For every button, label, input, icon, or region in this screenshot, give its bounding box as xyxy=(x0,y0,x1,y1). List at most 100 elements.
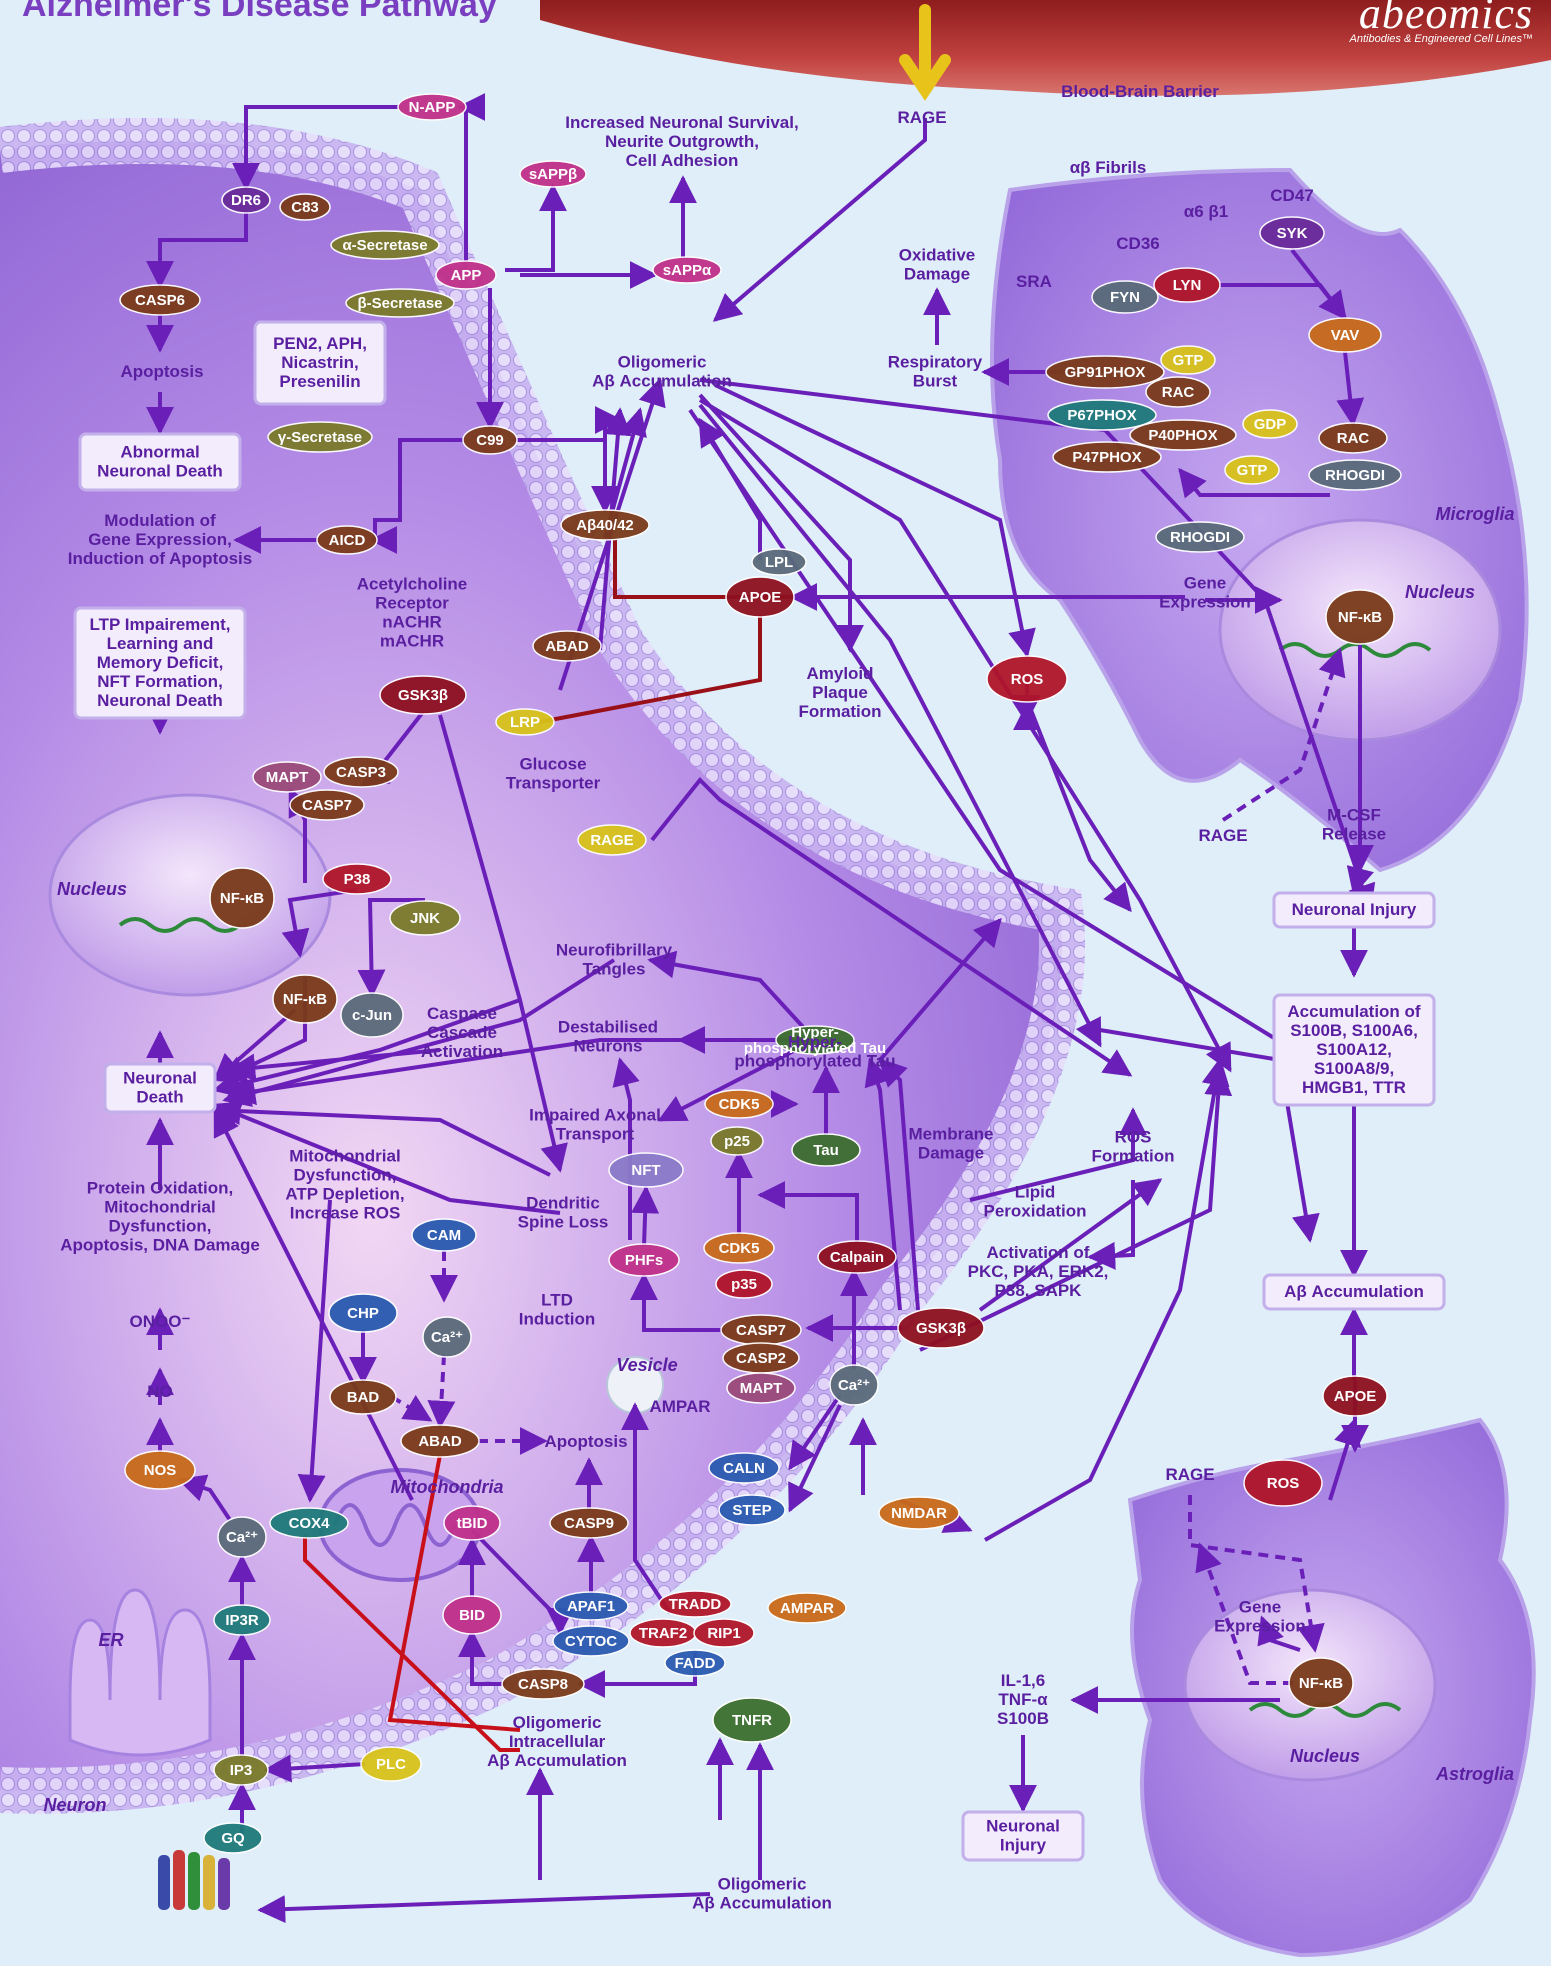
node-dr6[interactable]: DR6 xyxy=(221,186,271,214)
label-cam: CAM xyxy=(427,1227,461,1244)
node-jnk[interactable]: JNK xyxy=(389,900,461,936)
node-nfkb-astro[interactable]: NF-κB xyxy=(1288,1657,1354,1709)
node-casp7-b[interactable]: CASP7 xyxy=(720,1314,802,1346)
node-gtp1[interactable]: GTP xyxy=(1160,345,1216,375)
node-p67[interactable]: P67PHOX xyxy=(1047,399,1157,431)
node-fadd[interactable]: FADD xyxy=(664,1649,726,1677)
node-chp[interactable]: CHP xyxy=(328,1293,398,1333)
arrow-2 xyxy=(505,183,567,272)
node-cox4[interactable]: COX4 xyxy=(269,1507,349,1539)
label-tau: Tau xyxy=(813,1142,839,1159)
node-sappb[interactable]: sAPPβ xyxy=(519,160,587,188)
node-tnfr[interactable]: TNFR xyxy=(712,1697,792,1743)
label-rip1: RIP1 xyxy=(707,1625,740,1642)
node-apaf1[interactable]: APAF1 xyxy=(553,1591,629,1621)
label-gsk3b_b: GSK3β xyxy=(916,1320,966,1337)
node-mapt1[interactable]: MAPT xyxy=(252,761,322,793)
node-p40[interactable]: P40PHOX xyxy=(1129,419,1237,451)
node-nfkb-left2[interactable]: NF-κB xyxy=(272,974,338,1024)
node-abad-b[interactable]: ABAD xyxy=(400,1424,480,1458)
node-ca-1[interactable]: Ca²⁺ xyxy=(422,1316,472,1358)
node-shape xyxy=(400,1424,480,1458)
node-calpain[interactable]: Calpain xyxy=(817,1240,897,1274)
node-bad[interactable]: BAD xyxy=(329,1379,397,1415)
node-nfkb-mg[interactable]: NF-κB xyxy=(1325,589,1395,645)
node-lrp[interactable]: LRP xyxy=(495,708,555,736)
node-cytoc[interactable]: CYTOC xyxy=(552,1625,630,1657)
node-casp2[interactable]: CASP2 xyxy=(722,1342,800,1374)
node-tbid[interactable]: tBID xyxy=(443,1505,501,1541)
node-tau[interactable]: Tau xyxy=(791,1133,861,1167)
node-rip1[interactable]: RIP1 xyxy=(693,1618,755,1648)
node-rage-mid[interactable]: RAGE xyxy=(577,824,647,856)
node-ip3[interactable]: IP3 xyxy=(213,1754,269,1786)
node-aicd[interactable]: AICD xyxy=(316,525,378,555)
node-hyperphos[interactable]: Hyper-phosphorylated Tau xyxy=(744,1024,886,1057)
node-app[interactable]: APP xyxy=(435,260,497,290)
node-nos[interactable]: NOS xyxy=(124,1450,196,1490)
node-apoe-astro[interactable]: APOE xyxy=(1322,1375,1388,1417)
node-nmdar[interactable]: NMDAR xyxy=(878,1496,960,1530)
node-beta-sec[interactable]: β-Secretase xyxy=(345,288,455,318)
node-casp9[interactable]: CASP9 xyxy=(549,1507,629,1539)
node-gsk3b-b[interactable]: GSK3β xyxy=(897,1307,985,1349)
node-gdp[interactable]: GDP xyxy=(1242,409,1298,439)
node-ip3r[interactable]: IP3R xyxy=(213,1604,271,1636)
node-ab4042[interactable]: Aβ40/42 xyxy=(560,509,650,541)
node-rhogdi1[interactable]: RHOGDI xyxy=(1308,459,1402,491)
node-napp[interactable]: N-APP xyxy=(397,93,467,121)
node-traf2[interactable]: TRAF2 xyxy=(629,1618,697,1648)
label-p38: P38 xyxy=(344,871,371,888)
node-apoe[interactable]: APOE xyxy=(725,576,795,618)
node-vav[interactable]: VAV xyxy=(1308,317,1382,353)
arrow-78 xyxy=(390,1394,433,1422)
node-rhogdi2[interactable]: RHOGDI xyxy=(1155,521,1245,553)
node-nft[interactable]: NFT xyxy=(608,1152,684,1188)
node-gsk3b-top[interactable]: GSK3β xyxy=(379,675,467,715)
arrow-51 xyxy=(263,1754,366,1783)
node-gp91[interactable]: GP91PHOX xyxy=(1045,355,1165,389)
node-caln[interactable]: CALN xyxy=(708,1452,780,1484)
node-abad-top[interactable]: ABAD xyxy=(532,630,602,662)
node-ros-mg[interactable]: ROS xyxy=(986,655,1068,703)
node-p25[interactable]: p25 xyxy=(710,1126,764,1156)
node-step[interactable]: STEP xyxy=(718,1494,786,1526)
node-gamma-sec[interactable]: γ-Secretase xyxy=(267,421,373,453)
node-ca-2[interactable]: Ca²⁺ xyxy=(829,1364,879,1406)
node-cdk5-1[interactable]: CDK5 xyxy=(704,1089,774,1119)
node-bid[interactable]: BID xyxy=(442,1595,502,1635)
arrow-102 xyxy=(1257,1615,1301,1652)
node-phfs[interactable]: PHFs xyxy=(608,1243,680,1277)
node-ros-astro[interactable]: ROS xyxy=(1243,1459,1323,1507)
node-c83[interactable]: C83 xyxy=(279,193,331,221)
node-gtp2[interactable]: GTP xyxy=(1224,455,1280,485)
node-casp7-top[interactable]: CASP7 xyxy=(289,789,365,821)
node-rac2[interactable]: RAC xyxy=(1318,422,1388,454)
node-c99[interactable]: C99 xyxy=(462,425,518,455)
node-ca-3[interactable]: Ca²⁺ xyxy=(217,1516,267,1558)
node-rac1[interactable]: RAC xyxy=(1145,376,1211,408)
node-lyn[interactable]: LYN xyxy=(1153,267,1221,303)
node-mapt2[interactable]: MAPT xyxy=(726,1372,796,1404)
node-tradd[interactable]: TRADD xyxy=(658,1590,732,1618)
node-lpl[interactable]: LPL xyxy=(751,548,807,576)
node-casp3[interactable]: CASP3 xyxy=(323,756,399,788)
node-p35[interactable]: p35 xyxy=(715,1269,773,1299)
node-syk[interactable]: SYK xyxy=(1259,216,1325,250)
node-nfkb-left[interactable]: NF-κB xyxy=(209,867,275,929)
node-cjun[interactable]: c-Jun xyxy=(340,992,404,1038)
node-gq[interactable]: GQ xyxy=(203,1822,263,1854)
node-cdk5-2[interactable]: CDK5 xyxy=(703,1232,775,1264)
node-shape xyxy=(1224,455,1280,485)
node-plc[interactable]: PLC xyxy=(360,1746,422,1782)
node-fyn[interactable]: FYN xyxy=(1091,280,1159,314)
node-sappa[interactable]: sAPPα xyxy=(652,256,722,284)
node-p38[interactable]: P38 xyxy=(322,863,392,895)
node-casp8[interactable]: CASP8 xyxy=(501,1668,585,1700)
node-cam[interactable]: CAM xyxy=(411,1218,477,1252)
node-ampar-m[interactable]: AMPAR xyxy=(767,1592,847,1624)
node-alpha-sec[interactable]: α-Secretase xyxy=(330,230,440,260)
node-casp6[interactable]: CASP6 xyxy=(119,284,201,316)
node-p47[interactable]: P47PHOX xyxy=(1052,441,1162,473)
